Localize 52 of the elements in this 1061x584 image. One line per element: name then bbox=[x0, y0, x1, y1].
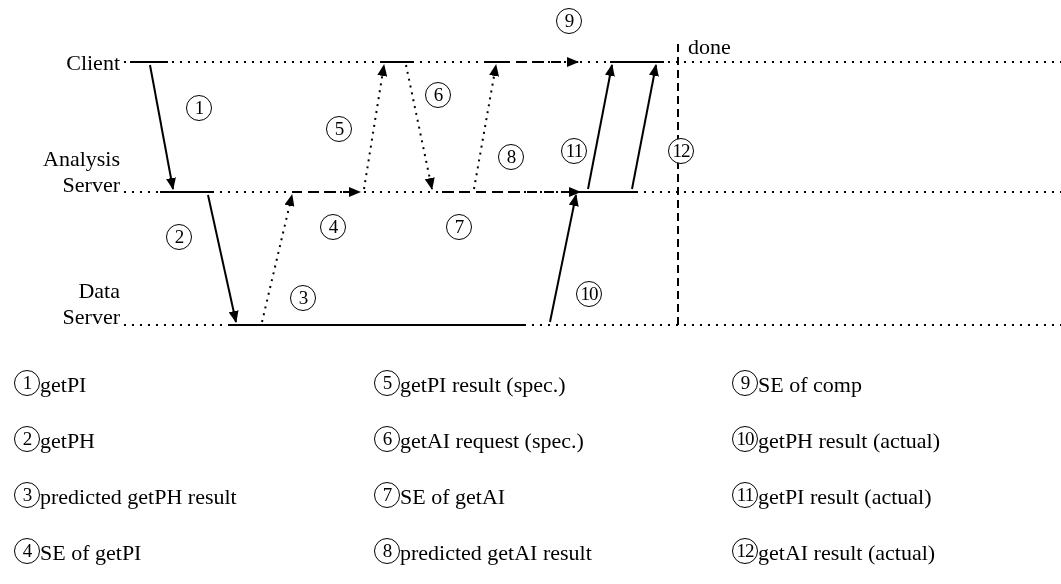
callout-number: 6 bbox=[374, 426, 400, 452]
legend-text: getPI result (actual) bbox=[758, 486, 932, 508]
lifeline-label: Data Server bbox=[61, 278, 120, 331]
callout-number: 4 bbox=[14, 538, 40, 564]
edge-label: 10 bbox=[576, 281, 602, 307]
arrow bbox=[261, 194, 295, 323]
legend-text: SE of comp bbox=[758, 374, 862, 396]
lifeline-label: Client bbox=[65, 50, 120, 77]
callout-number: 10 bbox=[732, 426, 758, 452]
legend-text: SE of getAI bbox=[400, 486, 506, 508]
callout-number: 12 bbox=[732, 538, 758, 564]
callout-number: 2 bbox=[14, 426, 40, 452]
callout-number: 7 bbox=[374, 482, 400, 508]
arrow bbox=[587, 64, 615, 190]
edge-label: 12 bbox=[668, 138, 694, 164]
arrow bbox=[549, 194, 579, 323]
arrow bbox=[363, 64, 388, 190]
lifeline-label: Analysis Server bbox=[42, 146, 120, 199]
edge-label: 7 bbox=[446, 214, 472, 240]
legend-text: getPI result (spec.) bbox=[400, 374, 566, 396]
edge-label: 2 bbox=[166, 224, 192, 250]
edge-label: 3 bbox=[290, 285, 316, 311]
legend-text: getPH bbox=[40, 430, 95, 452]
edge-label: 9 bbox=[556, 8, 582, 34]
arrow bbox=[499, 57, 579, 67]
legend-text: getPH result (actual) bbox=[758, 430, 941, 452]
callout-number: 3 bbox=[14, 482, 40, 508]
edge-label: 8 bbox=[498, 144, 524, 170]
callout-number: 9 bbox=[732, 370, 758, 396]
callout-number: 11 bbox=[732, 482, 758, 508]
arrow bbox=[441, 187, 581, 197]
callout-number: 5 bbox=[374, 370, 400, 396]
arrow bbox=[405, 64, 435, 190]
arrow bbox=[473, 64, 499, 190]
legend-text: getPI bbox=[40, 374, 87, 396]
arrow bbox=[207, 194, 239, 323]
edge-label: 1 bbox=[186, 95, 212, 121]
edge-label: 6 bbox=[425, 82, 451, 108]
edge-label: 5 bbox=[326, 116, 352, 142]
legend-text: getAI request (spec.) bbox=[400, 430, 584, 452]
annotation-text: done bbox=[688, 36, 731, 58]
legend-text: getAI result (actual) bbox=[758, 542, 936, 564]
arrow bbox=[291, 187, 361, 197]
arrow bbox=[631, 64, 659, 190]
legend-text: predicted getAI result bbox=[400, 542, 592, 564]
callout-number: 1 bbox=[14, 370, 40, 396]
legend-text: SE of getPI bbox=[40, 542, 142, 564]
edge-label: 11 bbox=[561, 138, 587, 164]
legend-text: predicted getPH result bbox=[40, 486, 237, 508]
arrow bbox=[149, 64, 176, 190]
callout-number: 8 bbox=[374, 538, 400, 564]
edge-label: 4 bbox=[320, 214, 346, 240]
